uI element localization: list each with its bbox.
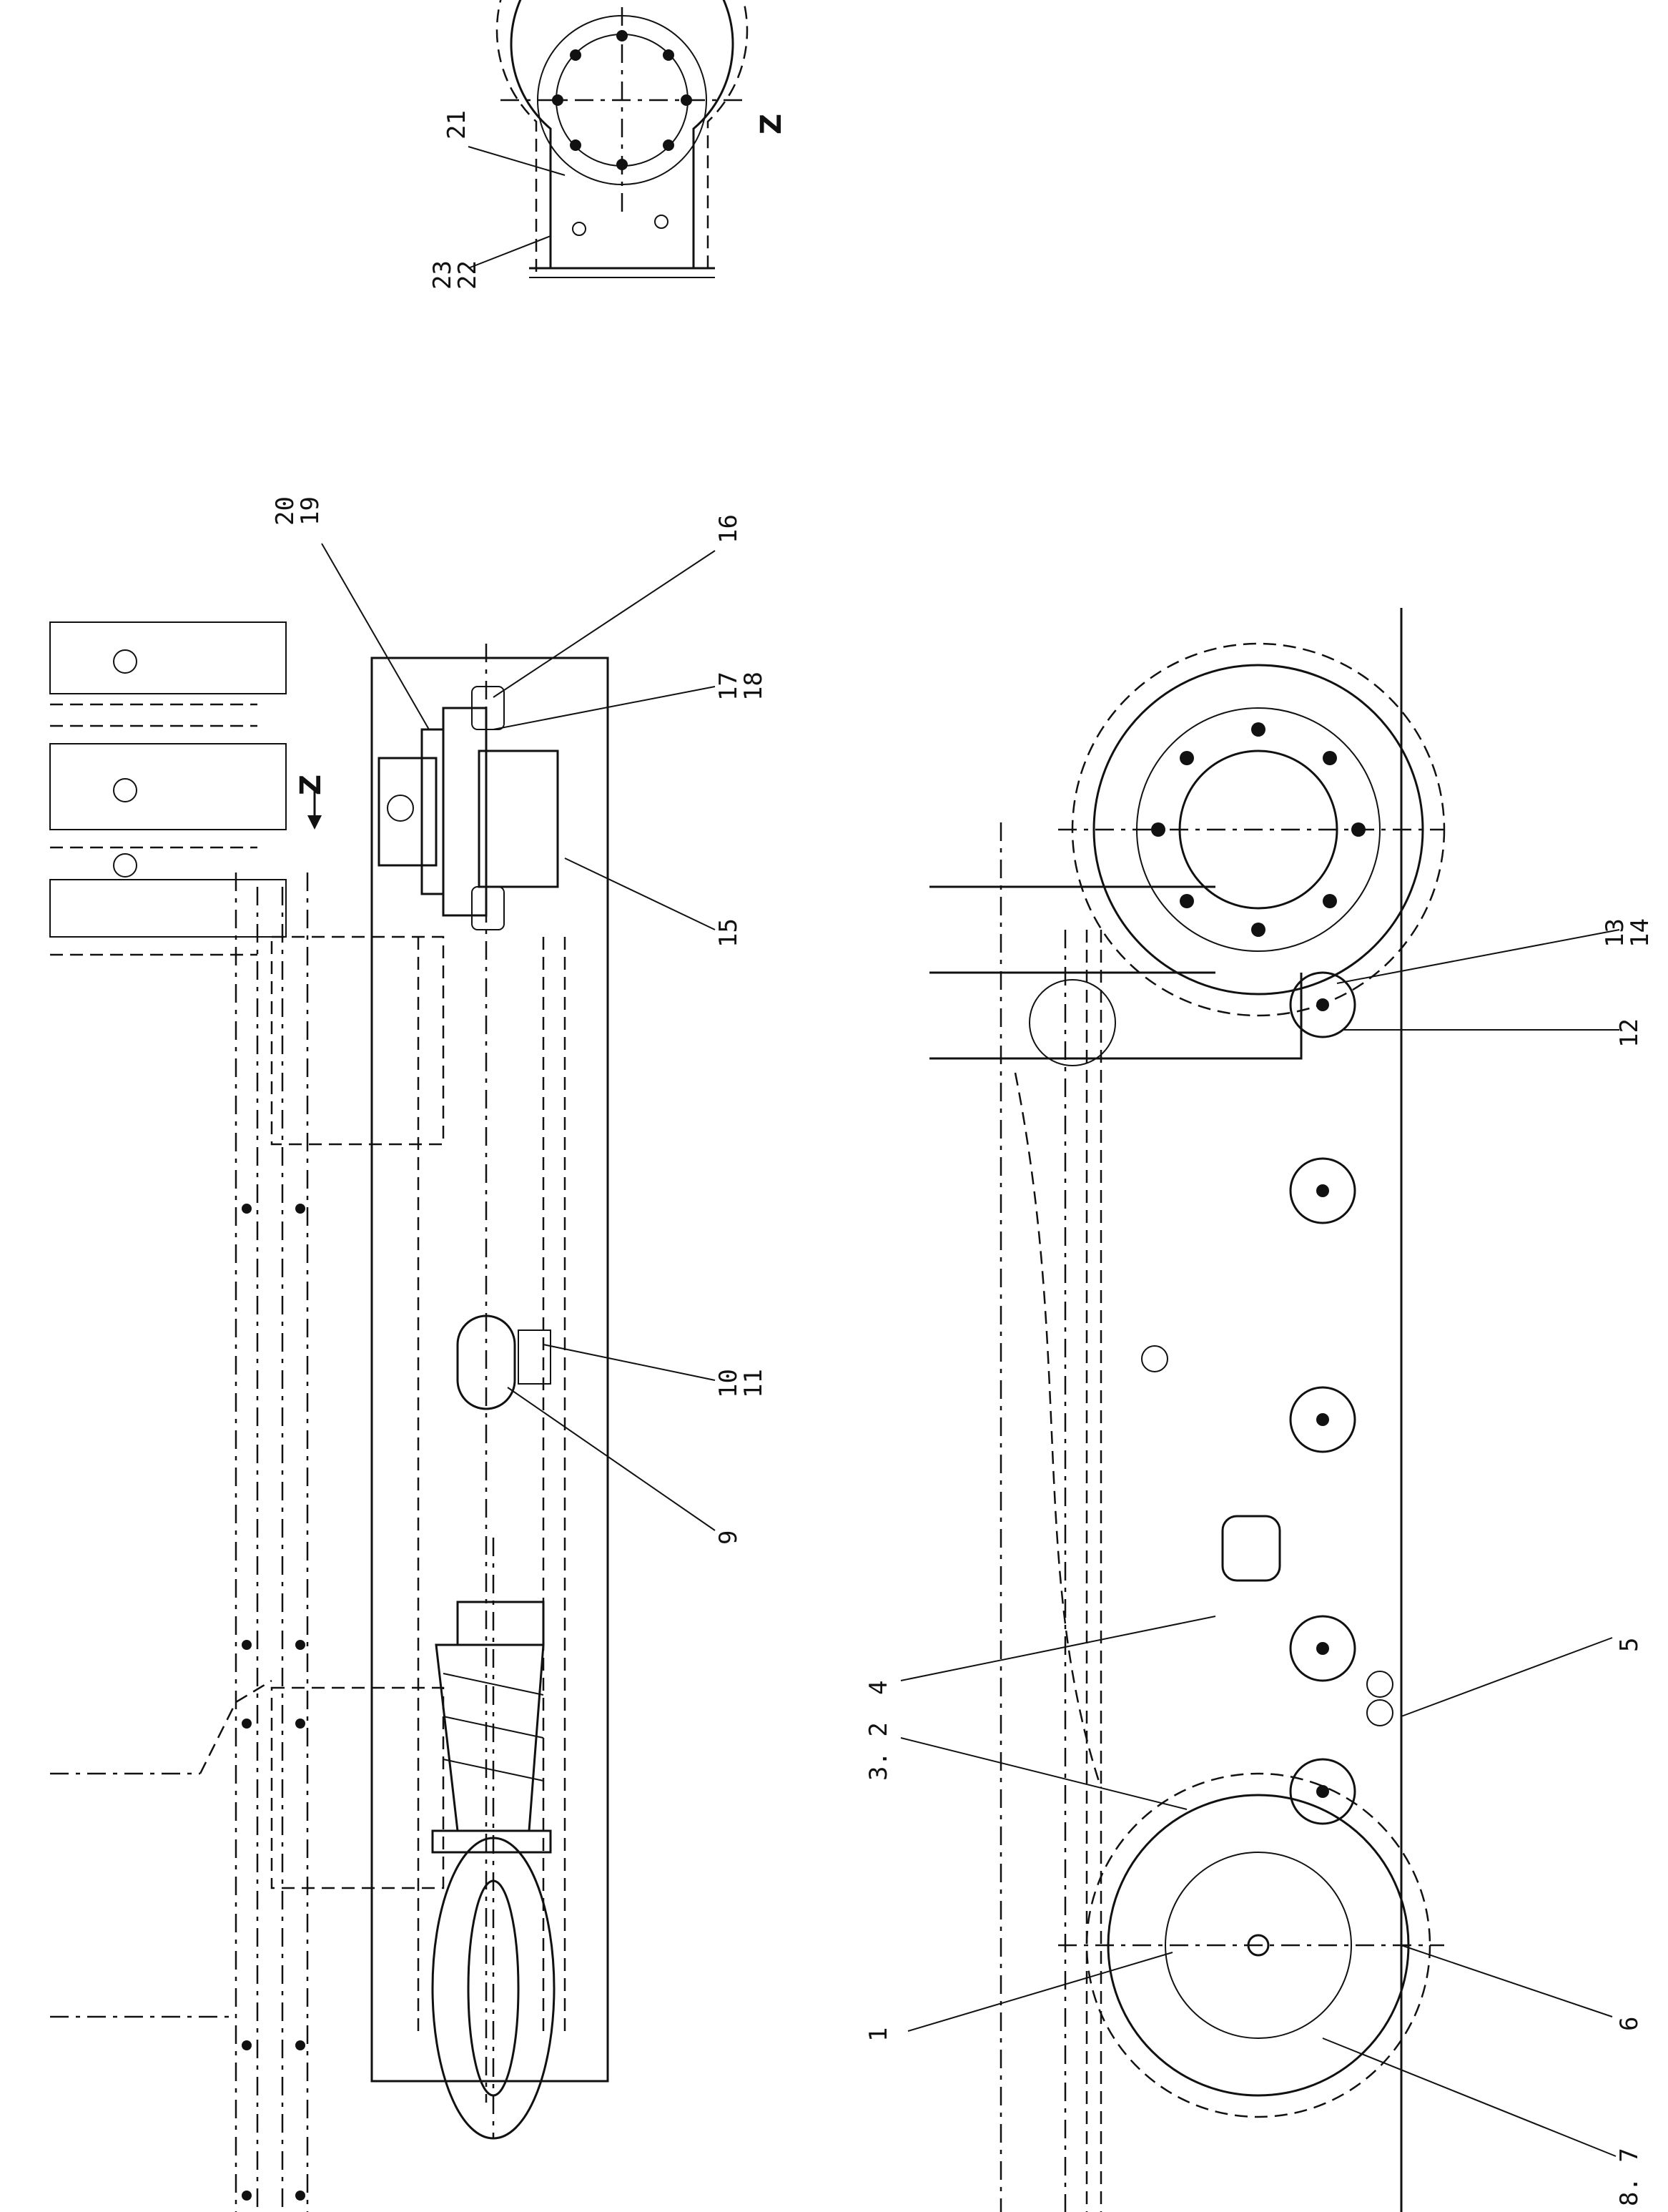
- callout-16: 16: [714, 514, 743, 544]
- callout-1: 1: [864, 2027, 893, 2042]
- callout-labels: 21 22 23 19 20 16 17 18 15 10 11 9 13 14…: [271, 110, 1654, 2206]
- view-z-label: Z: [755, 114, 788, 134]
- callout-10: 10: [714, 1369, 743, 1398]
- track-rollers: [1289, 971, 1393, 1825]
- callout-4: 4: [864, 1681, 893, 1695]
- detail-view-z: Z: [495, 0, 788, 278]
- callout-15: 15: [714, 918, 743, 948]
- callout-14: 14: [1626, 918, 1654, 948]
- drive-sprocket: [1058, 642, 1446, 1017]
- center-bracket: [456, 1314, 551, 1410]
- callout-21: 21: [443, 110, 471, 139]
- callout-18: 18: [739, 672, 768, 701]
- callout-9: 9: [714, 1530, 743, 1545]
- cross-members: [49, 621, 445, 2018]
- z-view-arrow: Z: [295, 775, 327, 830]
- callout-6: 6: [1615, 2017, 1644, 2031]
- callout-19: 19: [296, 496, 325, 526]
- callout-11: 11: [739, 1369, 768, 1398]
- callout-22: 22: [453, 260, 482, 290]
- callout-12: 12: [1615, 1018, 1644, 1048]
- plan-view: [49, 621, 609, 2212]
- callout-3-2: 3. 2: [864, 1722, 893, 1781]
- rail-bolts: [242, 1204, 305, 2201]
- callout-13: 13: [1601, 918, 1629, 948]
- callout-23: 23: [428, 260, 457, 290]
- callout-8-7: 8. 7: [1615, 2148, 1644, 2206]
- recoil-spring-assembly: [431, 1538, 556, 2140]
- callout-17: 17: [714, 672, 743, 701]
- detail-bolt-circle: [552, 30, 692, 236]
- travel-motor: [377, 686, 559, 930]
- front-idler: [1058, 1772, 1444, 2118]
- side-view: [929, 608, 1446, 2212]
- z-arrow-label: Z: [295, 775, 327, 795]
- leader-lines: [321, 146, 1620, 2157]
- callout-5: 5: [1615, 1638, 1644, 1652]
- callout-20: 20: [271, 496, 300, 526]
